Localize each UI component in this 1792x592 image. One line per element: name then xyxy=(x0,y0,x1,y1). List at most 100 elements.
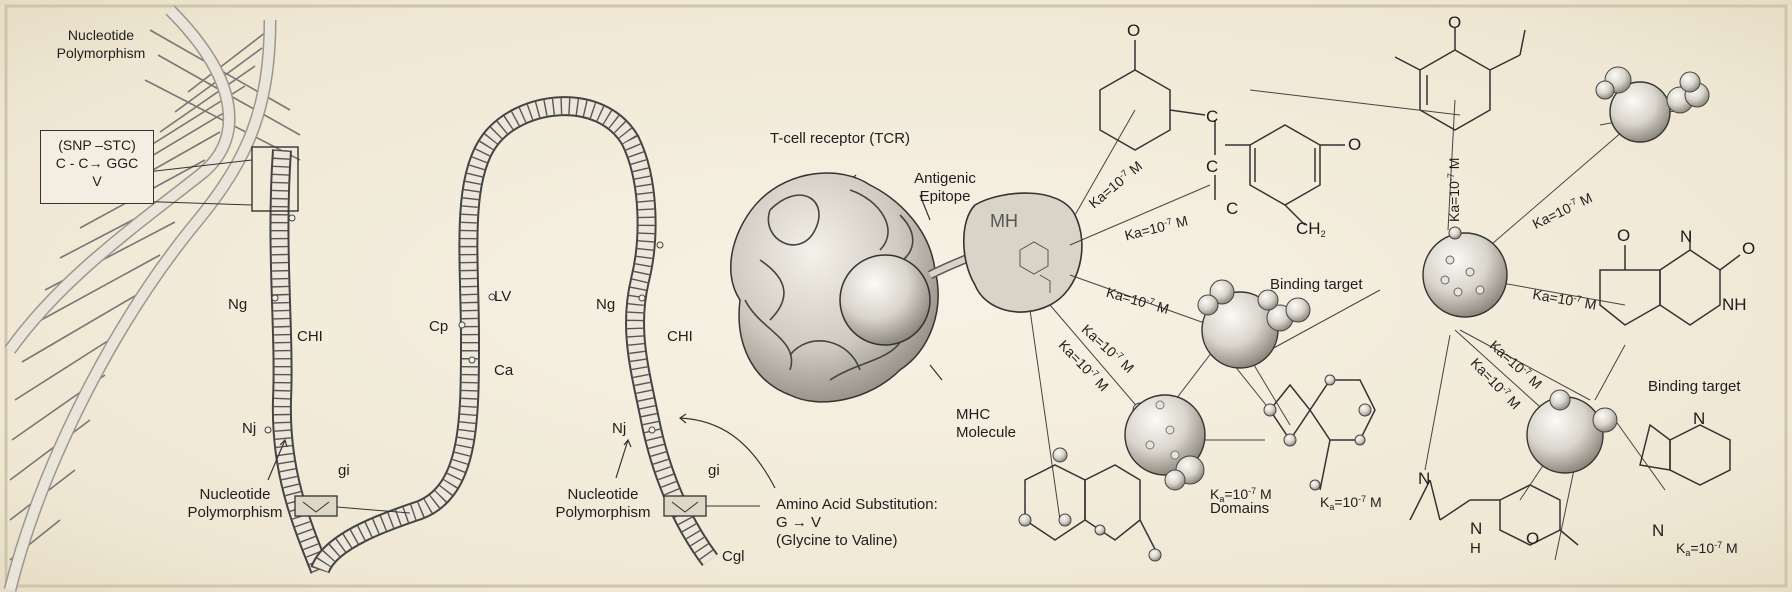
ka-13-exp: -7 xyxy=(1714,540,1723,550)
ka-6-k-sub: a xyxy=(1219,494,1225,504)
binding-blob-right-top xyxy=(1595,66,1710,143)
substitution-title: Amino Acid Substitution: xyxy=(776,496,938,513)
poly-2-line-1: Nucleotide xyxy=(567,486,639,503)
atom-n-4: N xyxy=(1418,469,1431,488)
atom-n-2: N xyxy=(1693,409,1706,428)
atom-ch2-text: CH xyxy=(1296,219,1321,238)
label-gi-2: gi xyxy=(708,462,720,479)
snp-box-line-2: C - C→ GGC xyxy=(40,154,154,172)
mhc-line-1: MHC xyxy=(956,406,991,423)
ring-structures-right xyxy=(1394,28,1741,546)
tcr-mhc-complex xyxy=(730,172,1083,403)
label-cgl: Cgl xyxy=(722,548,745,565)
poly-1-line-1: Nucleotide xyxy=(199,486,271,503)
atom-ch2-subscript: 2 xyxy=(1320,229,1326,239)
atom-o-6: O xyxy=(1526,529,1540,548)
label-binding-target-2: Binding target xyxy=(1648,378,1741,395)
ka-13-k-sub: a xyxy=(1685,548,1691,558)
snp-title-line-1: Nucleotide xyxy=(67,27,135,43)
ka-6-eq: =10 xyxy=(1224,486,1249,502)
label-ng-1: Ng xyxy=(228,296,248,313)
ka-8-exp: -7 xyxy=(1446,173,1456,182)
substitution-change: G → V xyxy=(776,514,938,532)
label-mh-patch: MH xyxy=(990,211,1018,231)
binding-blob-right-mid xyxy=(1422,226,1508,318)
substitution-note: (Glycine to Valine) xyxy=(776,532,898,549)
snp-title: Nucleotide Polymorphism xyxy=(36,26,166,62)
ka-7-eq: =10 xyxy=(1334,494,1359,510)
atom-o-5: O xyxy=(1617,226,1631,245)
substitution-from: G xyxy=(776,514,788,531)
label-cp: Cp xyxy=(429,318,449,335)
amino-acid-substitution: Amino Acid Substitution: G → V (Glycine … xyxy=(776,496,938,550)
substitution-arrow: → xyxy=(791,514,807,531)
atom-h: H xyxy=(1470,540,1481,557)
ka-6-unit: M xyxy=(1256,486,1272,502)
ring-structures-mid xyxy=(1024,40,1376,556)
label-tcr: T-cell receptor (TCR) xyxy=(770,130,911,147)
ka-label-8: Ka=10-7 M xyxy=(1442,158,1463,222)
label-chi-1: CHI xyxy=(297,328,323,345)
poly-2-line-2: Polymorphism xyxy=(555,504,651,521)
substitution-to: V xyxy=(811,514,822,531)
snp-arrow: → xyxy=(88,155,103,171)
domain-blob xyxy=(1124,394,1206,491)
ka-label-13: Ka=10-7 M xyxy=(1676,536,1738,562)
ka-8-unit: M xyxy=(1446,157,1462,174)
label-domains: Domains xyxy=(1210,500,1270,517)
snp-box xyxy=(40,130,154,204)
atom-c-1: C xyxy=(1206,107,1219,126)
snp-base-to: GGC xyxy=(106,155,139,171)
ka-label-6: Ka=10-7 M xyxy=(1210,482,1272,508)
ka-7-k-sub: a xyxy=(1329,502,1335,512)
ka-6-k: K xyxy=(1210,486,1220,502)
ka-13-unit: M xyxy=(1722,540,1738,556)
atom-o-3: O xyxy=(1448,13,1462,32)
ka-10-unit: M xyxy=(1579,294,1598,313)
ka-13-eq: =10 xyxy=(1690,540,1715,556)
label-binding-target-1: Binding target xyxy=(1270,276,1363,293)
label-ng-2: Ng xyxy=(596,296,616,313)
protein-loop xyxy=(310,96,719,575)
mhc-line-2: Molecule xyxy=(956,424,1017,441)
label-gi-1: gi xyxy=(338,462,350,479)
epitope-line-2: Epitope xyxy=(919,188,971,205)
ka-7-k: K xyxy=(1320,494,1330,510)
annotation-arrows xyxy=(267,174,943,489)
atom-o-4: O xyxy=(1742,239,1756,258)
protein-strand-1 xyxy=(269,149,330,574)
helix-highlight-box xyxy=(251,146,299,212)
ka-7-exp: -7 xyxy=(1358,494,1367,504)
ka-8-prefix: Ka=10 xyxy=(1446,181,1462,222)
ka-6-exp: -7 xyxy=(1248,486,1257,496)
atom-o-2: O xyxy=(1348,135,1362,154)
snp-base-from: C - C xyxy=(55,155,89,171)
atom-c-2: C xyxy=(1206,157,1219,176)
label-polymorphism-1: Nucleotide Polymorphism xyxy=(180,486,290,522)
label-epitope: Antigenic Epitope xyxy=(900,170,990,206)
ka-13-k: K xyxy=(1676,540,1686,556)
binding-blob-right-low xyxy=(1526,389,1618,474)
binding-target-blob-1 xyxy=(1197,279,1311,369)
ka-label-7: Ka=10-7 M xyxy=(1320,490,1382,516)
atom-n-3: N xyxy=(1652,521,1665,540)
snp-title-line-2: Polymorphism xyxy=(56,45,146,61)
atom-n-1: N xyxy=(1680,227,1693,246)
atom-ch2: CH2 xyxy=(1296,220,1326,243)
atom-n-5: N xyxy=(1470,519,1483,538)
atom-nh: NH xyxy=(1722,295,1747,314)
site-markers xyxy=(264,214,664,434)
snp-box-line-3: V xyxy=(92,173,102,189)
variant-box-1 xyxy=(294,495,338,517)
label-nj-1: Nj xyxy=(242,420,257,437)
ka-7-unit: M xyxy=(1366,494,1382,510)
label-lv: LV xyxy=(494,288,512,305)
label-polymorphism-2: Nucleotide Polymorphism xyxy=(548,486,658,522)
snp-box-text: (SNP –STC) C - C→ GGC V xyxy=(40,136,154,190)
epitope-line-1: Antigenic xyxy=(914,170,976,187)
atom-c-3: C xyxy=(1226,199,1239,218)
label-nj-2: Nj xyxy=(612,420,627,437)
label-ca: Ca xyxy=(494,362,514,379)
